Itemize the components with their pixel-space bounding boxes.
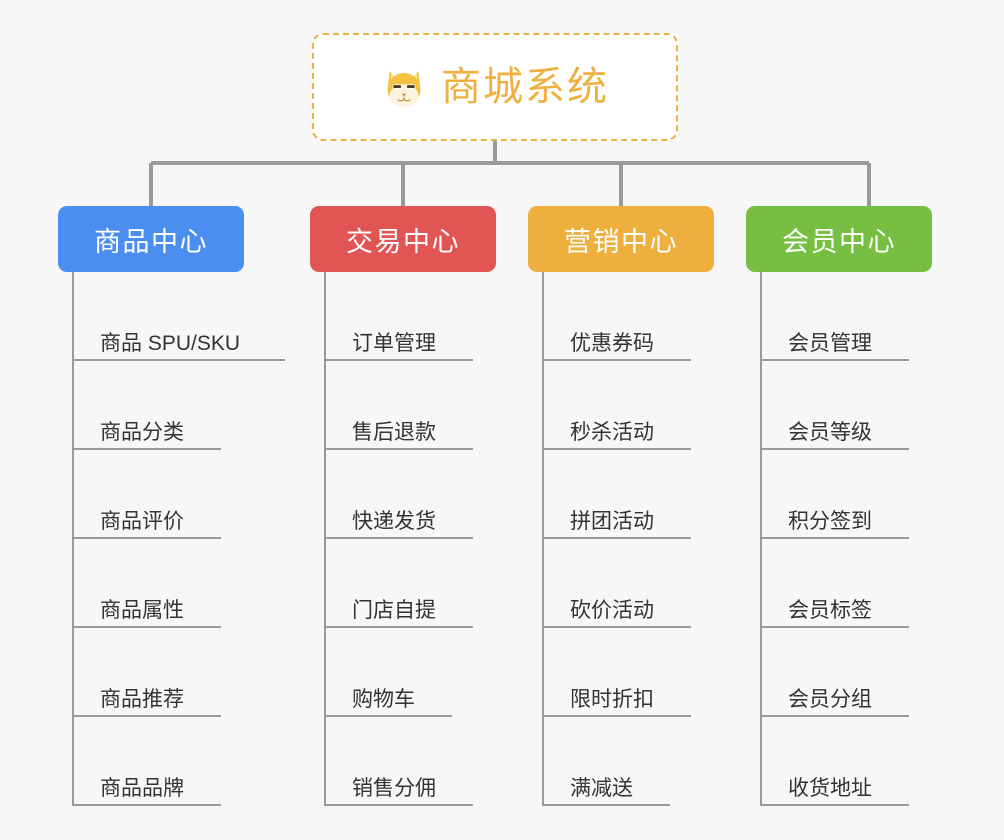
leaf-rule [761, 359, 909, 361]
leaf-rule [73, 359, 285, 361]
leaf-label: 快递发货 [352, 510, 436, 533]
branch-trunk-1 [72, 272, 74, 806]
list-item[interactable]: 商品属性 [73, 539, 246, 628]
leaf-label: 优惠券码 [570, 332, 654, 355]
list-item[interactable]: 会员分组 [761, 628, 932, 717]
leaf-label: 商品品牌 [100, 777, 184, 800]
leaf-rule [761, 715, 909, 717]
leaf-label: 会员分组 [788, 688, 872, 711]
list-item[interactable]: 秒杀活动 [543, 361, 714, 450]
branch-header-label-1: 商品中心 [94, 226, 208, 257]
leaf-rule [761, 537, 909, 539]
branch-header-4[interactable]: 会员中心 [746, 206, 932, 272]
branch-items-2: 订单管理 售后退款 快递发货 门店自提 购物车 销售分佣 [310, 272, 496, 806]
list-item[interactable]: 会员等级 [761, 361, 932, 450]
branch-items-4: 会员管理 会员等级 积分签到 会员标签 会员分组 收货地址 [746, 272, 932, 806]
leaf-rule [543, 359, 691, 361]
list-item[interactable]: 销售分佣 [325, 717, 496, 806]
leaf-label: 积分签到 [788, 510, 872, 533]
leaf-rule [543, 804, 670, 806]
leaf-rule [73, 448, 221, 450]
leaf-rule [543, 537, 691, 539]
leaf-label: 会员等级 [788, 421, 872, 444]
leaf-label: 限时折扣 [570, 688, 654, 711]
leaf-rule [325, 626, 473, 628]
branch-header-label-4: 会员中心 [782, 226, 896, 257]
shiba-dog-face-icon [381, 65, 427, 111]
branch-header-2[interactable]: 交易中心 [310, 206, 496, 272]
list-item[interactable]: 商品分类 [73, 361, 246, 450]
branch-column-2: 交易中心 订单管理 售后退款 快递发货 门店自提 购物车 [310, 206, 496, 806]
leaf-label: 销售分佣 [352, 777, 436, 800]
leaf-label: 砍价活动 [570, 599, 654, 622]
leaf-label: 满减送 [570, 777, 633, 800]
leaf-rule [325, 804, 473, 806]
branch-header-label-2: 交易中心 [346, 226, 460, 257]
root-title: 商城系统 [441, 65, 609, 109]
list-item[interactable]: 收货地址 [761, 717, 932, 806]
leaf-rule [325, 359, 473, 361]
list-item[interactable]: 商品推荐 [73, 628, 246, 717]
leaf-rule [761, 626, 909, 628]
branch-column-1: 商品中心 商品 SPU/SKU 商品分类 商品评价 商品属性 商品推荐 [58, 206, 285, 806]
leaf-label: 会员管理 [788, 332, 872, 355]
list-item[interactable]: 售后退款 [325, 361, 496, 450]
leaf-label: 商品推荐 [100, 688, 184, 711]
leaf-rule [325, 537, 473, 539]
list-item[interactable]: 商品评价 [73, 450, 246, 539]
list-item[interactable]: 快递发货 [325, 450, 496, 539]
list-item[interactable]: 砍价活动 [543, 539, 714, 628]
list-item[interactable]: 拼团活动 [543, 450, 714, 539]
leaf-label: 秒杀活动 [570, 421, 654, 444]
list-item[interactable]: 商品品牌 [73, 717, 246, 806]
branch-column-4: 会员中心 会员管理 会员等级 积分签到 会员标签 会员分组 [746, 206, 932, 806]
leaf-rule [325, 448, 473, 450]
leaf-label: 购物车 [352, 688, 415, 711]
branch-trunk-4 [760, 272, 762, 806]
list-item[interactable]: 优惠券码 [543, 272, 714, 361]
list-item[interactable]: 限时折扣 [543, 628, 714, 717]
branch-header-3[interactable]: 营销中心 [528, 206, 714, 272]
list-item[interactable]: 积分签到 [761, 450, 932, 539]
list-item[interactable]: 会员管理 [761, 272, 932, 361]
leaf-rule [761, 448, 909, 450]
leaf-rule [543, 448, 691, 450]
leaf-rule [325, 715, 452, 717]
leaf-label: 商品评价 [100, 510, 184, 533]
root-node[interactable]: 商城系统 [312, 33, 678, 141]
list-item[interactable]: 购物车 [325, 628, 496, 717]
leaf-label: 门店自提 [352, 599, 436, 622]
leaf-label: 拼团活动 [570, 510, 654, 533]
leaf-label: 会员标签 [788, 599, 872, 622]
branch-trunk-2 [324, 272, 326, 806]
branch-items-3: 优惠券码 秒杀活动 拼团活动 砍价活动 限时折扣 满减送 [528, 272, 714, 806]
branch-header-1[interactable]: 商品中心 [58, 206, 244, 272]
leaf-rule [73, 626, 221, 628]
leaf-rule [73, 804, 221, 806]
leaf-rule [543, 715, 691, 717]
leaf-label: 售后退款 [352, 421, 436, 444]
branch-column-3: 营销中心 优惠券码 秒杀活动 拼团活动 砍价活动 限时折扣 [528, 206, 714, 806]
list-item[interactable]: 商品 SPU/SKU [73, 272, 285, 361]
leaf-rule [543, 626, 691, 628]
leaf-rule [73, 537, 221, 539]
leaf-label: 商品属性 [100, 599, 184, 622]
branch-header-label-3: 营销中心 [564, 226, 678, 257]
leaf-label: 商品分类 [100, 421, 184, 444]
leaf-label: 收货地址 [788, 777, 872, 800]
list-item[interactable]: 门店自提 [325, 539, 496, 628]
list-item[interactable]: 订单管理 [325, 272, 496, 361]
leaf-label: 订单管理 [352, 332, 436, 355]
leaf-rule [761, 804, 909, 806]
list-item[interactable]: 会员标签 [761, 539, 932, 628]
branch-trunk-3 [542, 272, 544, 806]
branch-items-1: 商品 SPU/SKU 商品分类 商品评价 商品属性 商品推荐 商品品牌 [58, 272, 285, 806]
list-item[interactable]: 满减送 [543, 717, 714, 806]
leaf-rule [73, 715, 221, 717]
leaf-label: 商品 SPU/SKU [100, 332, 241, 355]
